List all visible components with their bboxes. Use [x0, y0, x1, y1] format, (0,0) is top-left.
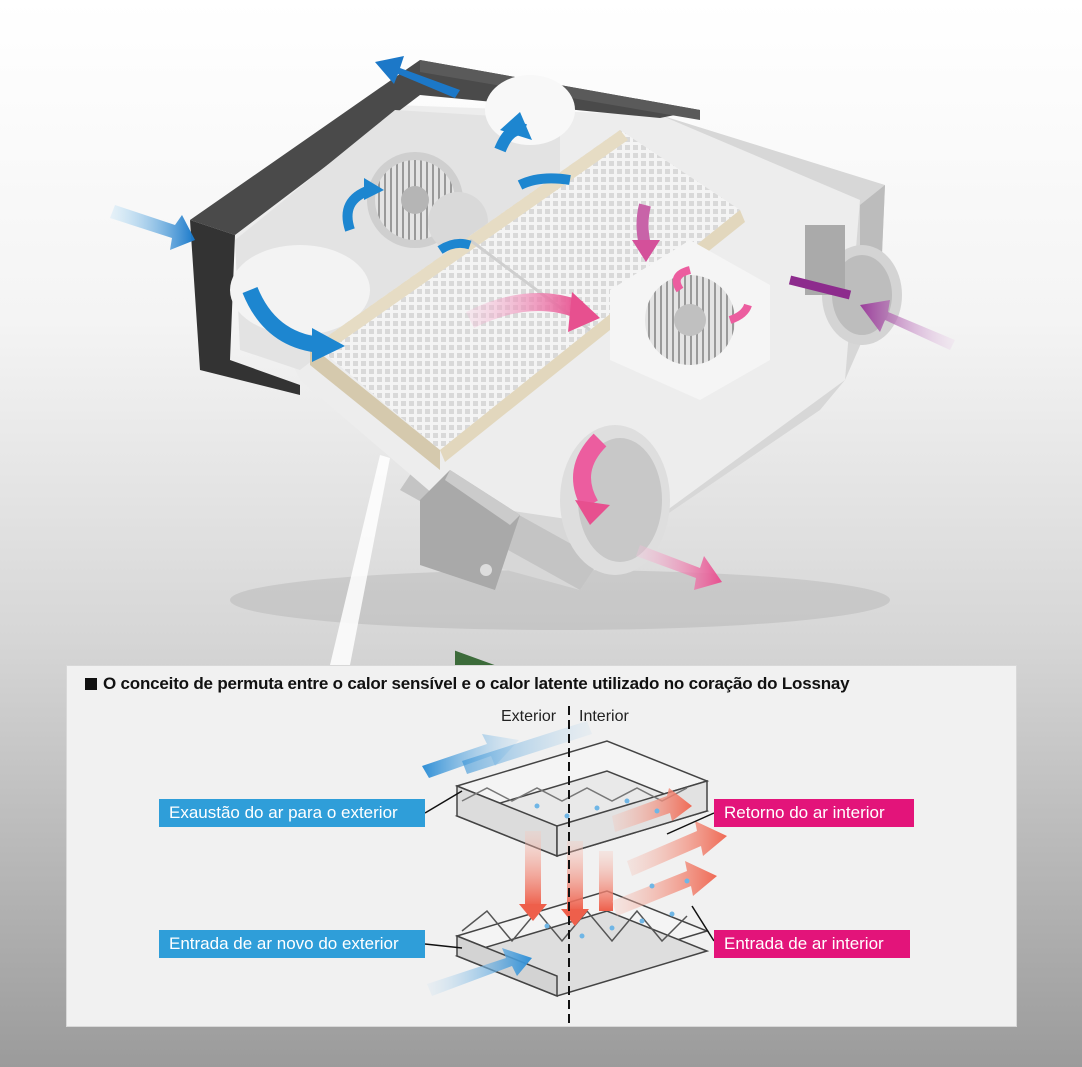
exhaust-label: Exaustão do ar para o exterior — [159, 799, 425, 827]
core-exploded-view — [422, 706, 727, 1028]
fresh-air-intake-label: Entrada de ar novo do exterior — [159, 930, 425, 958]
interior-down-arrows — [519, 831, 613, 926]
panel-title-text: O conceito de permuta entre o calor sens… — [103, 674, 850, 693]
leader-lines — [424, 790, 715, 949]
moisture-particles — [534, 798, 690, 939]
square-bullet-icon — [85, 678, 97, 690]
callout-pointer — [330, 455, 390, 665]
interior-side-label: Interior — [579, 708, 629, 725]
outdoor-air-arrows — [110, 56, 571, 362]
panel-title: O conceito de permuta entre o calor sens… — [85, 674, 850, 694]
control-box — [420, 470, 520, 665]
lossnay-unit-illustration — [110, 56, 955, 665]
indoor-intake-label: Entrada de ar interior — [714, 930, 910, 958]
exterior-air-arrows — [422, 721, 592, 996]
indoor-return-label: Retorno do ar interior — [714, 799, 914, 827]
exterior-side-label: Exterior — [501, 708, 557, 725]
heat-exchange-concept-panel: O conceito de permuta entre o calor sens… — [66, 665, 1017, 1028]
interior-air-arrows — [612, 788, 727, 916]
indoor-air-arrows — [465, 203, 955, 590]
upper-plates — [454, 740, 710, 858]
exhaust-fan — [610, 240, 770, 400]
